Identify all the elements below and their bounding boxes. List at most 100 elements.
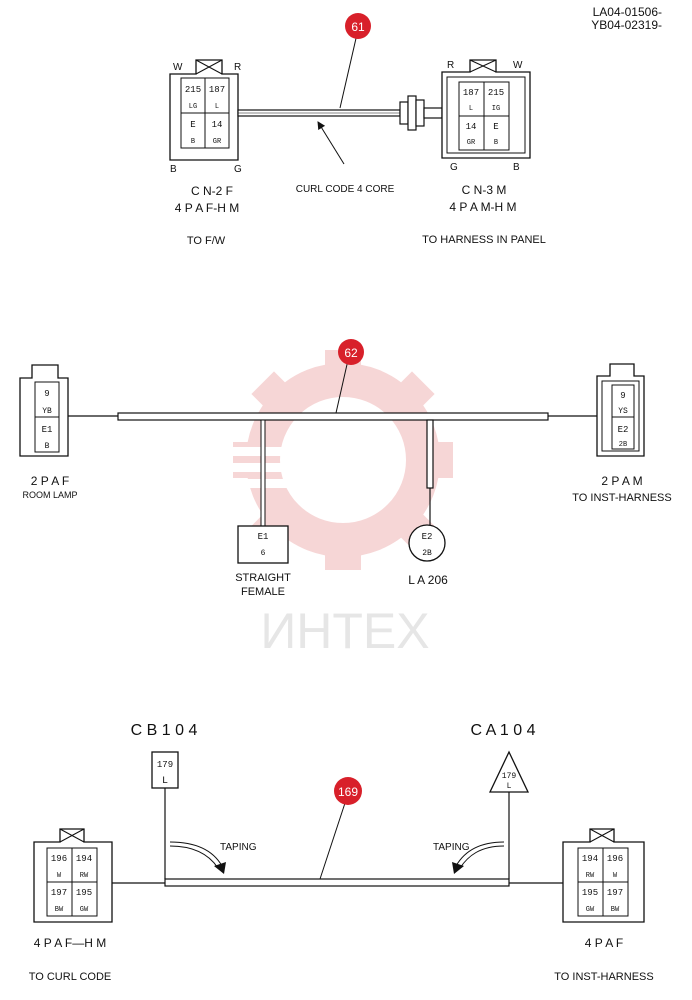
cell-num: 9 [620, 391, 625, 401]
cell-color: L [507, 782, 512, 791]
watermark-text: ИНТЕХ [260, 603, 429, 659]
connector-cn-3m[interactable]: 187 L 215 IG 14 GR E B [441, 59, 531, 159]
callout-leader [335, 359, 349, 414]
corner-label: B [170, 164, 177, 175]
cell-color: B [191, 138, 195, 146]
cell-color: 6 [261, 549, 266, 558]
branch-label: L A 206 [408, 573, 448, 587]
section-62: 9 YB E1 B 2 P A F ROOM LAMP 62 E1 6 STRA… [19, 339, 672, 598]
callout-62[interactable] [338, 339, 364, 365]
cell-color: GW [80, 906, 89, 914]
connector-cb104[interactable]: 179 L [151, 751, 179, 789]
cell-num: 195 [76, 888, 92, 898]
taping-label-right: TAPING [433, 842, 470, 853]
cable-curl-code[interactable] [237, 95, 443, 131]
connector-dest: TO HARNESS IN PANEL [422, 234, 546, 246]
callout-169[interactable] [334, 777, 362, 805]
cable-arrow [317, 121, 345, 165]
callout-61-label: 61 [351, 20, 365, 34]
branch-label: STRAIGHT [235, 572, 291, 584]
connector-type: 4 P A F-H M [175, 201, 239, 215]
cell-color: RW [80, 872, 89, 880]
corner-label: G [450, 162, 458, 173]
cell-num: 196 [607, 854, 623, 864]
connector-ca104[interactable]: 179 L [488, 750, 530, 793]
connector-cn-2f[interactable]: 215 LG 187 L E B 14 GR [169, 59, 239, 161]
callout-leader [319, 799, 347, 880]
callout-leader [339, 33, 358, 109]
callout-169-label: 169 [338, 785, 358, 799]
cell-color: 2B [619, 441, 627, 449]
connector-4paf-hm[interactable]: 196 W 194 RW 197 BW 195 GW [33, 828, 113, 923]
cell-num: 9 [44, 389, 49, 399]
cell-color: GW [586, 906, 595, 914]
cell-num: 187 [209, 85, 225, 95]
taping-arrow-left [169, 841, 226, 874]
section-61: 215 LG 187 L E B 14 GR W R B G C N-2 F 4… [169, 13, 546, 247]
section-169: C B 1 0 4 179 L C A 1 0 4 179 L TAPING T… [29, 722, 654, 983]
branch-label: FEMALE [241, 586, 285, 598]
connector-dest: TO INST-HARNESS [554, 971, 653, 983]
connector-dest: TO INST-HARNESS [572, 492, 671, 504]
cell-color: RW [586, 872, 595, 880]
cell-num: E [493, 122, 498, 132]
cell-color: B [494, 139, 498, 147]
cell-color: B [45, 442, 50, 451]
cell-num: E1 [258, 532, 269, 542]
cb104-name: C B 1 0 4 [131, 722, 198, 739]
cell-num: 215 [488, 88, 504, 98]
cell-color: W [57, 872, 62, 880]
cell-num: 179 [157, 760, 173, 770]
document-reference: LA04-01506- YB04-02319- [591, 6, 662, 32]
connector-name: C N-3 M [462, 183, 507, 197]
corner-label: W [513, 60, 523, 71]
cell-color: L [215, 103, 219, 111]
connector-dest: ROOM LAMP [22, 490, 77, 500]
connector-type: 4 P A F [585, 936, 623, 950]
cell-color: YB [42, 407, 52, 416]
cell-num: E2 [618, 425, 629, 435]
cell-color: BW [611, 906, 620, 914]
cell-num: 196 [51, 854, 67, 864]
cable-label: CURL CODE 4 CORE [296, 184, 395, 195]
harness-169[interactable] [164, 878, 510, 887]
connector-2paf[interactable]: 9 YB E1 B [19, 364, 69, 457]
ca104-name: C A 1 0 4 [471, 722, 536, 739]
cell-color: LG [189, 103, 197, 111]
corner-label: R [234, 62, 241, 73]
connector-4paf[interactable]: 194 RW 196 W 195 GW 197 BW [562, 828, 645, 923]
cell-num: 194 [76, 854, 92, 864]
connector-2pam[interactable]: 9 YS E2 2B [596, 363, 645, 457]
callout-61[interactable] [345, 13, 371, 39]
cell-num: 197 [607, 888, 623, 898]
cell-color: BW [55, 906, 64, 914]
cell-num: 187 [463, 88, 479, 98]
cell-num: E1 [42, 425, 53, 435]
connector-dest: TO CURL CODE [29, 971, 112, 983]
connector-straight-female[interactable]: E1 6 [237, 525, 289, 564]
cell-color: YS [618, 407, 628, 416]
connector-type: 4 P A M-H M [449, 200, 516, 214]
doc-ref-1: LA04-01506- [592, 5, 662, 19]
cell-num: 14 [466, 122, 477, 132]
cell-color: IG [492, 105, 500, 113]
cell-num: E2 [422, 532, 433, 542]
cell-num: 14 [212, 120, 223, 130]
corner-label: B [513, 162, 520, 173]
callout-62-label: 62 [344, 346, 358, 360]
cell-color: 2B [422, 549, 432, 558]
harness-main[interactable] [117, 412, 549, 527]
cell-num: 215 [185, 85, 201, 95]
cell-color: GR [213, 138, 222, 146]
doc-ref-2: YB04-02319- [591, 18, 662, 32]
cell-num: 194 [582, 854, 598, 864]
cell-color: W [613, 872, 618, 880]
cell-color: L [469, 105, 473, 113]
cell-num: 179 [502, 772, 517, 781]
taping-arrow-right [452, 841, 505, 874]
connector-la206[interactable]: E2 2B [408, 524, 446, 562]
cell-num: 197 [51, 888, 67, 898]
cell-num: E [190, 120, 195, 130]
connector-type: 2 P A F [31, 474, 69, 488]
